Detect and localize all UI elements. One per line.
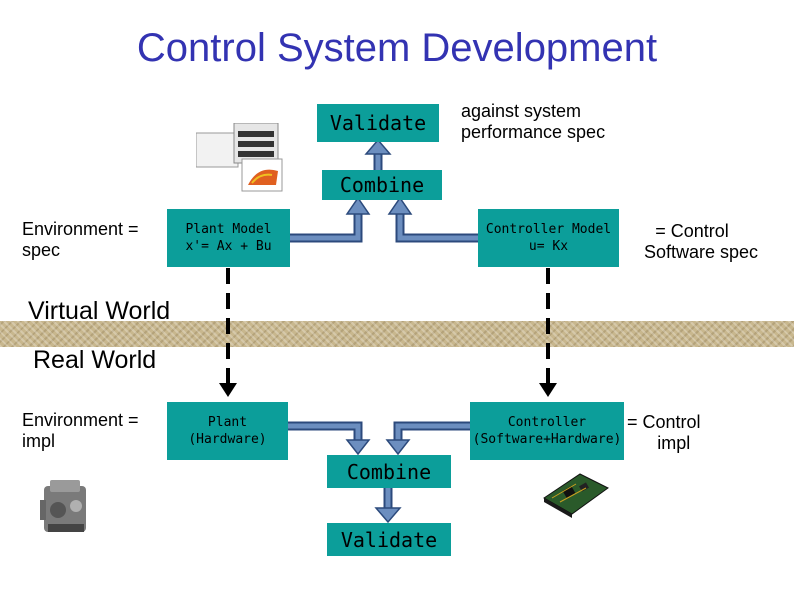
validate-top-label: Validate bbox=[329, 111, 427, 135]
validate-bottom-label: Validate bbox=[340, 527, 438, 552]
real-world-label: Real World bbox=[33, 346, 157, 374]
controller-model-box: Controller Model u= Kx bbox=[478, 209, 619, 267]
validate-bottom-arrowhead bbox=[374, 507, 402, 524]
against-system-spec-text: against system performance spec bbox=[461, 101, 606, 142]
validate-top-arrowhead bbox=[364, 138, 392, 155]
plant-model-box: Plant Model x'= Ax + Bu bbox=[167, 209, 290, 267]
plant-model-to-combine-connector bbox=[290, 212, 363, 243]
combine-top-box: Combine bbox=[322, 170, 442, 200]
environment-spec-text: Environment = spec bbox=[22, 219, 139, 260]
page-title: Control System Development bbox=[136, 26, 658, 70]
controller-title: Controller bbox=[507, 415, 587, 430]
controller-hardware-box: Controller (Software+Hardware) bbox=[470, 402, 624, 460]
engine-icon bbox=[40, 480, 86, 532]
software-screenshot-thumbnail bbox=[196, 123, 283, 192]
plant-subtitle: (Hardware) bbox=[188, 432, 267, 447]
plant-model-equation: x'= Ax + Bu bbox=[185, 239, 272, 254]
environment-impl-text: Environment = impl bbox=[22, 410, 139, 451]
combine-top-label: Combine bbox=[339, 173, 425, 197]
controller-subtitle: (Software+Hardware) bbox=[472, 432, 622, 447]
controller-arrowhead bbox=[385, 439, 411, 456]
circuit-board-icon bbox=[543, 473, 609, 518]
plant-arrowhead bbox=[345, 439, 371, 456]
plant-hardware-box: Plant (Hardware) bbox=[167, 402, 288, 460]
combine-bottom-box: Combine bbox=[327, 455, 451, 488]
world-divider-band bbox=[0, 321, 794, 347]
plant-model-arrowhead bbox=[345, 196, 371, 215]
controller-model-arrowhead bbox=[387, 196, 413, 215]
controller-model-equation: u= Kx bbox=[528, 239, 569, 254]
controller-model-to-combine-connector bbox=[395, 212, 478, 243]
plant-model-title: Plant Model bbox=[185, 222, 272, 237]
control-impl-text: = Control impl bbox=[627, 412, 701, 453]
control-software-spec-text: = Control Software spec bbox=[644, 221, 759, 262]
plant-title: Plant bbox=[207, 415, 248, 430]
virtual-world-label: Virtual World bbox=[28, 297, 171, 325]
validate-top-box: Validate bbox=[317, 104, 439, 142]
validate-bottom-box: Validate bbox=[327, 523, 451, 556]
combine-bottom-label: Combine bbox=[346, 459, 432, 484]
controller-model-title: Controller Model bbox=[485, 222, 612, 237]
